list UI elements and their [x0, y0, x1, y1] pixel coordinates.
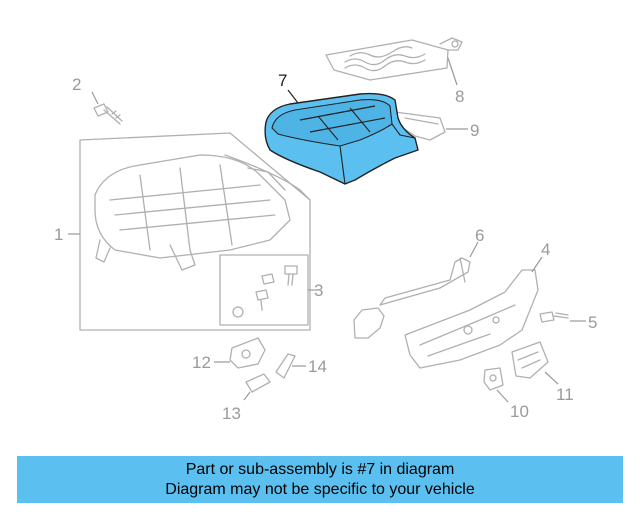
part-13-cap[interactable] [245, 373, 271, 393]
part-10-switch[interactable] [483, 367, 504, 391]
part-3-fastener-kit[interactable] [219, 254, 309, 326]
callout-3: 3 [314, 281, 323, 300]
part-8-heater-mat[interactable] [325, 37, 463, 81]
callout-6: 6 [475, 226, 484, 245]
leader-6 [469, 241, 479, 258]
leader-2 [91, 91, 99, 105]
callout-14: 14 [308, 357, 327, 376]
part-4-side-cover[interactable] [404, 269, 539, 369]
part-14-clip[interactable] [275, 353, 296, 379]
leader-10 [496, 389, 509, 403]
callout-2: 2 [72, 75, 81, 94]
part-6-seat-track[interactable] [353, 257, 471, 339]
callout-13: 13 [222, 404, 241, 423]
leader-13 [243, 391, 251, 401]
callout-9: 9 [470, 121, 479, 140]
callout-8: 8 [455, 87, 464, 106]
callout-12: 12 [192, 353, 211, 372]
callout-1: 1 [54, 225, 63, 244]
callout-10: 10 [510, 402, 529, 421]
caption-line-1: Part or sub-assembly is #7 in diagram [185, 461, 455, 478]
caption-line-2: Diagram may not be specific to your vehi… [165, 481, 475, 498]
leader-11 [544, 371, 559, 385]
part-1-seat-frame[interactable] [79, 132, 311, 331]
part-11-seat-switch[interactable] [511, 341, 549, 379]
leader-7 [287, 89, 299, 104]
part-7-seat-cushion-cover[interactable] [264, 92, 419, 185]
callout-4: 4 [541, 240, 550, 259]
leader-8 [447, 57, 458, 86]
part-12-cover[interactable] [229, 337, 266, 369]
parts-diagram: 8 9 7 2 1 [54, 37, 597, 423]
callout-11: 11 [556, 385, 574, 404]
part-2-bolt[interactable] [93, 103, 123, 125]
callout-7: 7 [278, 71, 287, 90]
callout-5: 5 [588, 313, 597, 332]
caption-banner: Part or sub-assembly is #7 in diagram Di… [17, 456, 623, 503]
part-5-screw[interactable] [539, 311, 569, 323]
leader-4 [531, 256, 543, 273]
